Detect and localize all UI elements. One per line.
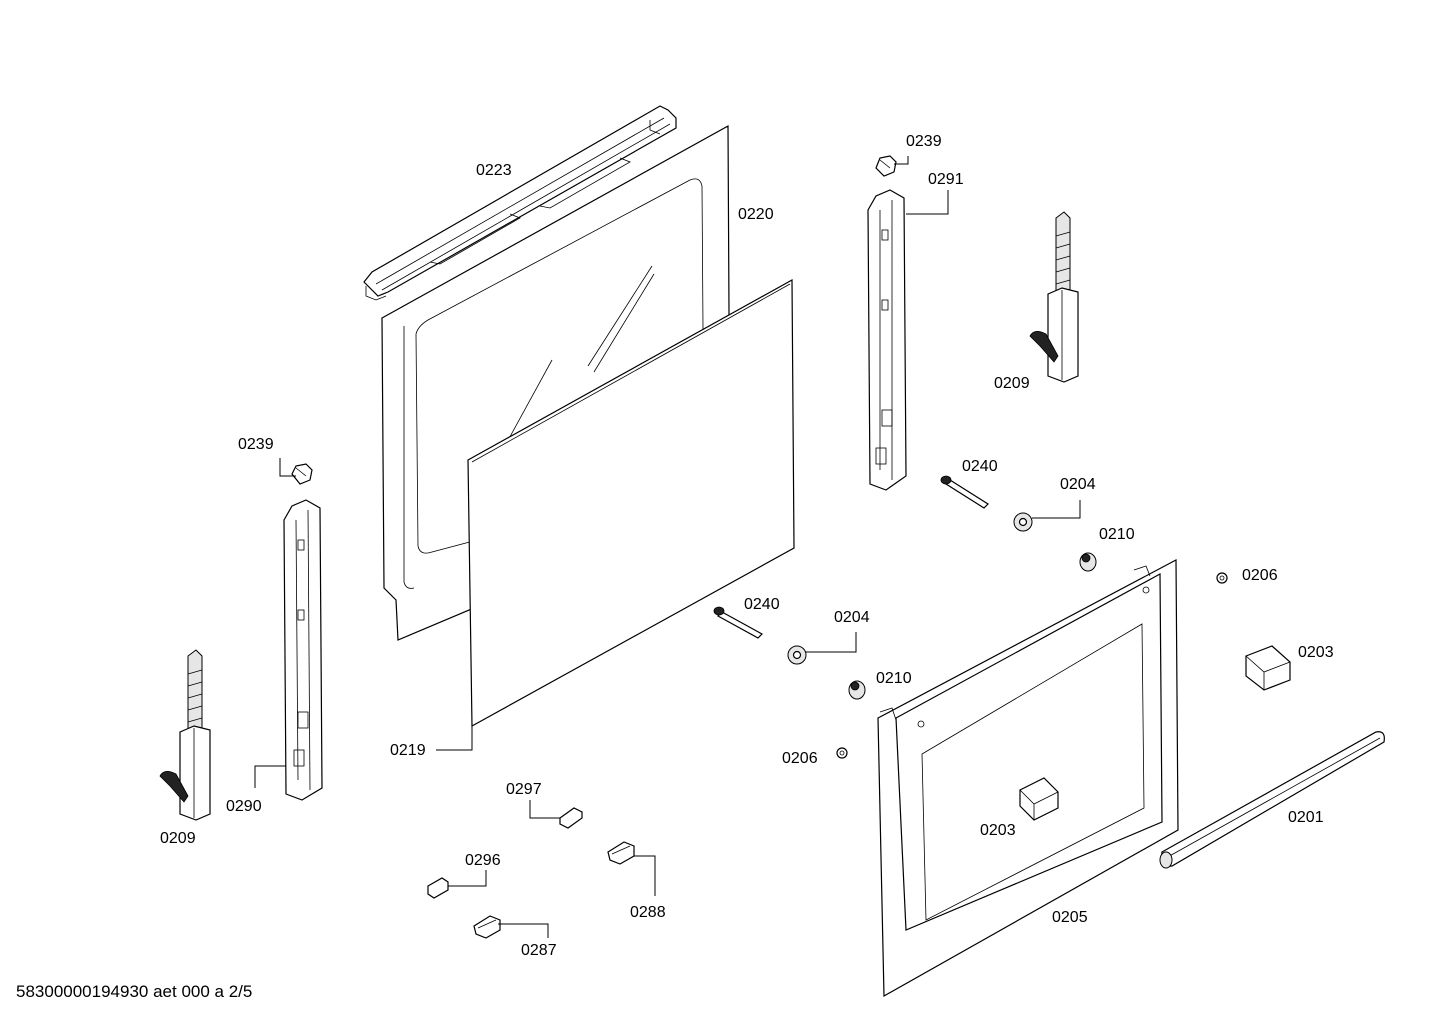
part-0287-clip	[473, 915, 501, 939]
label-0210-top: 0210	[1099, 526, 1135, 543]
label-0204-top: 0204	[1060, 476, 1096, 493]
label-0240-bottom: 0240	[744, 596, 780, 613]
part-0210-cap-bottom	[848, 680, 866, 700]
label-0203-right: 0203	[1298, 644, 1334, 661]
part-0288-clip	[607, 841, 635, 865]
part-0209-hinge-right	[1029, 211, 1079, 383]
part-0240-screw-top	[940, 475, 989, 509]
label-0219: 0219	[390, 742, 426, 759]
label-0201: 0201	[1288, 809, 1324, 826]
part-0239-clip-left	[291, 463, 313, 485]
label-0209-right: 0209	[994, 375, 1030, 392]
label-0206-right: 0206	[1242, 567, 1278, 584]
label-0223: 0223	[476, 162, 512, 179]
part-0206-nut-right	[1216, 572, 1228, 584]
leader-lines	[254, 156, 1081, 938]
label-0290: 0290	[226, 798, 262, 815]
part-0204-washer-top	[1013, 512, 1033, 532]
part-0201-handle-bar	[1159, 731, 1385, 869]
label-0206-left: 0206	[782, 750, 818, 767]
part-0223-top-trim	[363, 105, 677, 301]
label-0204-bottom: 0204	[834, 609, 870, 626]
part-0210-cap-top	[1079, 552, 1097, 572]
label-0205: 0205	[1052, 909, 1088, 926]
label-0203-door: 0203	[980, 822, 1016, 839]
part-labels: 0223 0220 0239 0291 0209 0239 0240 0204 …	[160, 133, 1334, 959]
part-0290-left-rail	[283, 499, 323, 801]
part-0206-nut-left	[836, 747, 848, 759]
label-0239-left: 0239	[238, 436, 274, 453]
label-0209-left: 0209	[160, 830, 196, 847]
part-0209-hinge-left	[159, 649, 211, 821]
part-0239-clip-right	[875, 155, 897, 177]
part-0240-screw-bottom	[713, 606, 763, 639]
label-0291: 0291	[928, 171, 964, 188]
part-0219-glass-panel	[467, 278, 795, 728]
part-0205-outer-door	[877, 559, 1179, 998]
drawing-code: 58300000194930 aet 000 a 2/5	[16, 982, 252, 1001]
label-0288: 0288	[630, 904, 666, 921]
label-0220: 0220	[738, 206, 774, 223]
label-0239-right: 0239	[906, 133, 942, 150]
part-0204-washer-bottom	[787, 645, 807, 665]
part-0203-block-right	[1245, 645, 1291, 691]
part-0203-block-door	[1019, 777, 1059, 821]
label-0297: 0297	[506, 781, 542, 798]
part-0297-clip	[559, 807, 583, 829]
part-0291-right-rail	[867, 189, 907, 491]
label-0210-bottom: 0210	[876, 670, 912, 687]
label-0240-top: 0240	[962, 458, 998, 475]
label-0296: 0296	[465, 852, 501, 869]
part-0296-clip	[427, 877, 449, 899]
label-0287: 0287	[521, 942, 557, 959]
